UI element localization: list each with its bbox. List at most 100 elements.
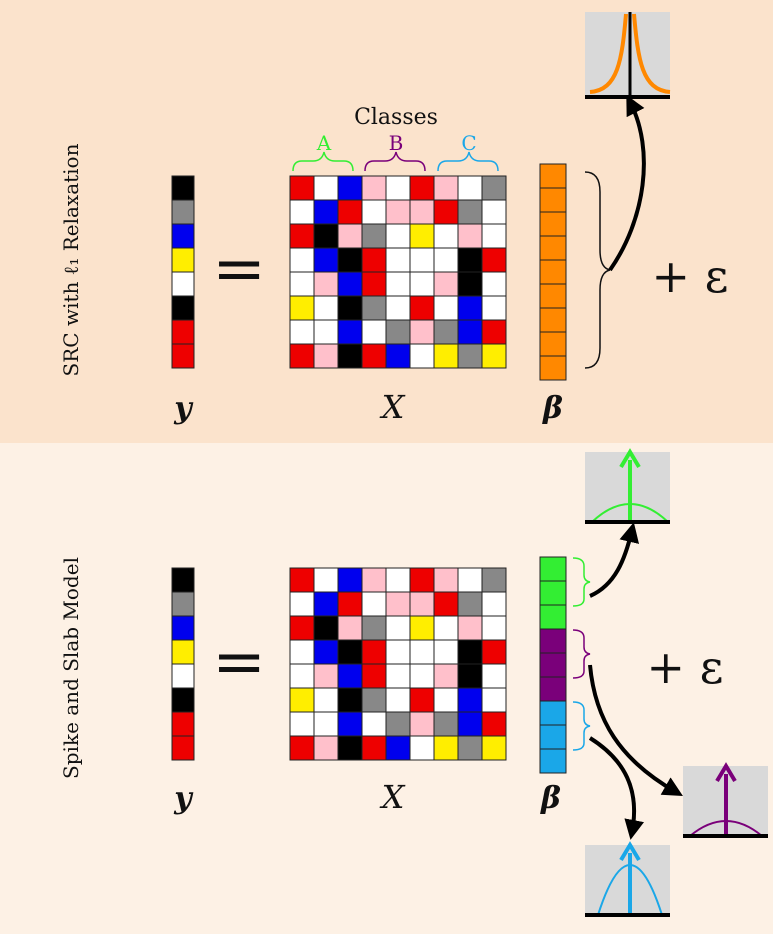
matrix-cell [457, 175, 483, 201]
matrix-cell [289, 687, 315, 713]
matrix-cell [361, 319, 387, 345]
matrix-cell [457, 319, 483, 345]
matrix-cell [337, 343, 363, 369]
matrix-cell [337, 271, 363, 297]
y-vector-cell [171, 567, 195, 593]
matrix-cell [433, 711, 459, 737]
beta-cell [539, 676, 567, 702]
bottom-x-matrix [289, 567, 507, 761]
matrix-cell [409, 223, 435, 249]
matrix-cell [433, 343, 459, 369]
matrix-cell [481, 639, 507, 665]
matrix-cell [409, 567, 435, 593]
matrix-cell [481, 343, 507, 369]
matrix-cell [385, 735, 411, 761]
y-vector-cell [171, 319, 195, 345]
classes-label: Classes [354, 105, 438, 130]
matrix-cell [313, 615, 339, 641]
matrix-cell [481, 295, 507, 321]
y-vector-cell [171, 591, 195, 617]
matrix-cell [385, 319, 411, 345]
class-b-brace [364, 151, 426, 172]
matrix-cell [361, 567, 387, 593]
matrix-cell [481, 247, 507, 273]
matrix-cell [457, 223, 483, 249]
matrix-cell [385, 247, 411, 273]
matrix-cell [433, 567, 459, 593]
matrix-cell [289, 591, 315, 617]
matrix-cell [289, 663, 315, 689]
top-x-matrix [289, 175, 507, 369]
matrix-cell [361, 711, 387, 737]
y-vector-cell [171, 247, 195, 273]
matrix-cell [385, 615, 411, 641]
top-y-label: y [173, 391, 194, 426]
matrix-cell [313, 175, 339, 201]
matrix-cell [409, 319, 435, 345]
matrix-cell [313, 639, 339, 665]
matrix-cell [337, 687, 363, 713]
matrix-cell [337, 639, 363, 665]
matrix-cell [409, 295, 435, 321]
matrix-cell [361, 343, 387, 369]
beta-cell [539, 604, 567, 630]
matrix-cell [337, 735, 363, 761]
matrix-cell [385, 175, 411, 201]
green-prior-plot [585, 448, 670, 524]
class-b-label: B [389, 131, 404, 155]
matrix-cell [361, 663, 387, 689]
matrix-cell [385, 663, 411, 689]
matrix-cell [385, 295, 411, 321]
matrix-cell [457, 591, 483, 617]
matrix-cell [289, 319, 315, 345]
matrix-cell [289, 175, 315, 201]
top-equals-sign: = [212, 232, 266, 306]
matrix-cell [409, 711, 435, 737]
matrix-cell [481, 687, 507, 713]
matrix-cell [313, 319, 339, 345]
matrix-cell [433, 591, 459, 617]
matrix-cell [289, 735, 315, 761]
matrix-cell [457, 735, 483, 761]
matrix-cell [385, 271, 411, 297]
matrix-cell [433, 199, 459, 225]
matrix-cell [361, 223, 387, 249]
beta-cell [539, 748, 567, 774]
class-a-brace [292, 151, 354, 172]
matrix-cell [289, 343, 315, 369]
matrix-cell [289, 567, 315, 593]
matrix-cell [337, 247, 363, 273]
purple-group-brace [572, 629, 591, 679]
matrix-cell [289, 223, 315, 249]
beta-cell [539, 187, 567, 213]
cyan-arrow [588, 736, 645, 840]
matrix-cell [337, 295, 363, 321]
matrix-cell [385, 687, 411, 713]
y-vector-cell [171, 663, 195, 689]
beta-cell [539, 556, 567, 582]
matrix-cell [313, 223, 339, 249]
bottom-panel-title: Spike and Slab Model [59, 557, 83, 779]
matrix-cell [457, 639, 483, 665]
matrix-cell [361, 271, 387, 297]
matrix-cell [433, 687, 459, 713]
matrix-cell [409, 687, 435, 713]
top-y-vector [171, 175, 195, 369]
matrix-cell [409, 247, 435, 273]
cyan-prior-plot [585, 841, 670, 917]
top-noise-term: + ε [652, 249, 729, 303]
matrix-cell [313, 295, 339, 321]
matrix-cell [457, 343, 483, 369]
matrix-cell [481, 271, 507, 297]
y-vector-cell [171, 615, 195, 641]
matrix-cell [337, 711, 363, 737]
matrix-cell [481, 591, 507, 617]
top-arrow [608, 94, 646, 272]
matrix-cell [433, 639, 459, 665]
matrix-cell [433, 663, 459, 689]
matrix-cell [433, 735, 459, 761]
beta-cell [539, 628, 567, 654]
y-vector-cell [171, 271, 195, 297]
matrix-cell [385, 591, 411, 617]
beta-cell [539, 355, 567, 381]
